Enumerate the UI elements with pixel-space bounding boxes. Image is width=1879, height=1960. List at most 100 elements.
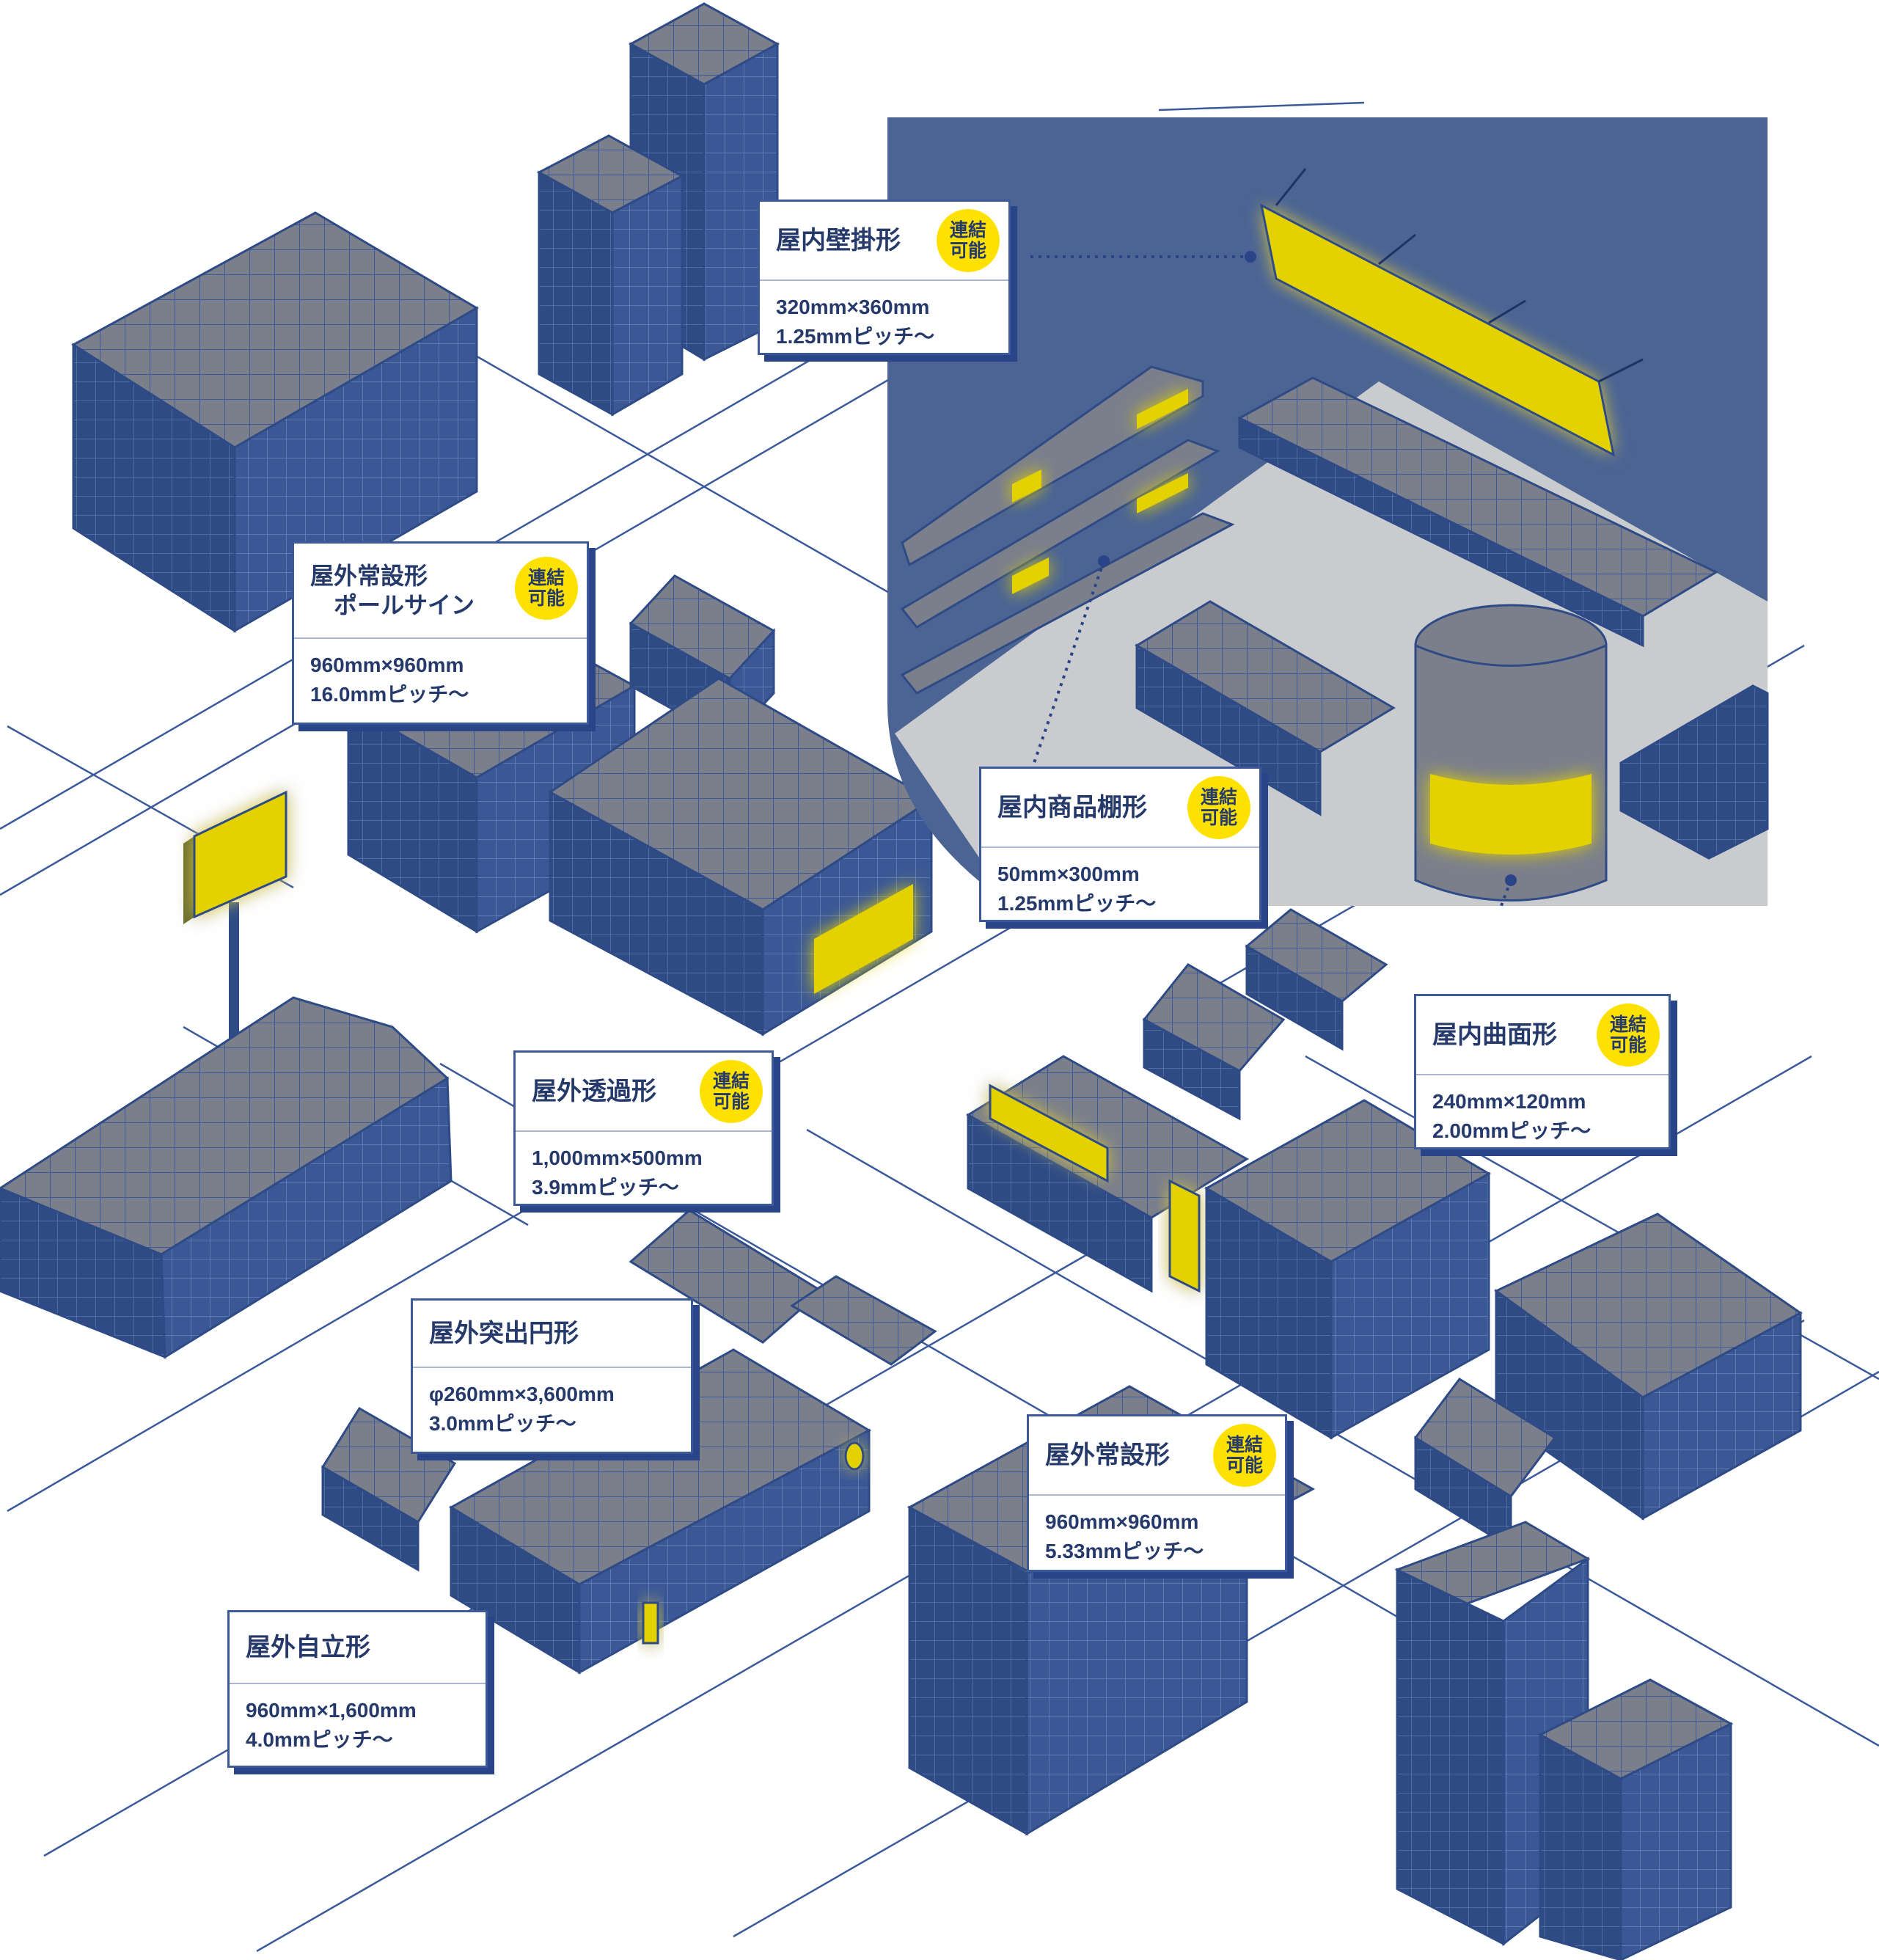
- spec-pitch: 5.33mmピッチ〜: [1045, 1540, 1204, 1562]
- building-tower-top: [536, 2, 780, 417]
- building-far-right: [1494, 1213, 1803, 1521]
- indoor-shelf-led: [1012, 557, 1049, 594]
- building-roof: [790, 1275, 937, 1366]
- spec-card-body: φ260mm×3,600mm 3.0mmピッチ〜: [413, 1368, 691, 1447]
- leader-dot: [1245, 251, 1256, 263]
- spec-card-body: 50mm×300mm 1.25mmピッチ〜: [981, 848, 1259, 927]
- spec-pitch: 16.0mmピッチ〜: [310, 683, 469, 706]
- outdoor-round-led-sign: [844, 1441, 865, 1471]
- indoor-shelf-led: [1137, 473, 1188, 513]
- building-lower-center: [321, 1209, 937, 1675]
- building-facade: [1330, 1171, 1490, 1440]
- spec-pitch: 4.0mmピッチ〜: [246, 1728, 393, 1751]
- spec-size: 1,000mm×500mm: [532, 1147, 703, 1169]
- spec-pitch: 2.00mmピッチ〜: [1432, 1119, 1592, 1142]
- spec-card-header: 屋外突出円形: [413, 1301, 691, 1368]
- shelf-unit: [901, 365, 1204, 567]
- spec-card-title: 屋外自立形: [246, 1634, 370, 1661]
- spec-pitch: 1.25mmピッチ〜: [997, 892, 1157, 915]
- pole-sign-side: [183, 836, 194, 924]
- building-center: [548, 677, 934, 1036]
- shelf-unit: [900, 439, 1220, 629]
- indoor-wall-led-sign: [1259, 203, 1616, 457]
- leader-line: [1498, 880, 1512, 910]
- spec-card-title: 屋外常設形 ポールサイン: [310, 563, 475, 618]
- building-towers-lower-right: [1394, 1521, 1734, 1960]
- sign-wire: [1378, 233, 1416, 266]
- building-facade: [160, 1076, 453, 1359]
- spec-card-header: 屋内壁掛形 連結 可能: [760, 202, 1008, 281]
- spec-size: 240mm×120mm: [1432, 1090, 1586, 1113]
- indoor-boxes: [1619, 684, 1769, 860]
- linkable-badge: 連結 可能: [515, 557, 578, 620]
- spec-size: 960mm×1,600mm: [246, 1699, 417, 1722]
- spec-card-title: 屋外常設形: [1045, 1441, 1170, 1469]
- spec-card-indoor-wall: 屋内壁掛形 連結 可能 320mm×360mm 1.25mmピッチ〜: [758, 200, 1011, 355]
- leader-dot: [1098, 555, 1110, 567]
- indoor-shelf-led: [1137, 389, 1188, 429]
- spec-card-body: 960mm×960mm 5.33mmピッチ〜: [1029, 1496, 1285, 1575]
- linkable-badge: 連結 可能: [1213, 1424, 1276, 1487]
- spec-card-body: 240mm×120mm 2.00mmピッチ〜: [1416, 1075, 1669, 1155]
- indoor-cylinder-body: [1414, 643, 1608, 902]
- sign-wire: [1598, 358, 1644, 383]
- spec-size: 960mm×960mm: [310, 654, 464, 676]
- spec-card-body: 960mm×960mm 16.0mmピッチ〜: [294, 639, 587, 718]
- spec-pitch: 3.0mmピッチ〜: [429, 1412, 576, 1435]
- spec-card-outdoor-pole: 屋外常設形 ポールサイン 連結 可能 960mm×960mm 16.0mmピッチ…: [292, 541, 589, 725]
- shelf-unit: [900, 512, 1235, 695]
- outdoor-transparent-led-sign: [814, 884, 913, 994]
- indoor-boxes: [1135, 643, 1322, 816]
- spec-card-outdoor-standing: 屋外自立形 960mm×1,600mm 4.0mmピッチ〜: [227, 1610, 488, 1768]
- spec-pitch: 1.25mmピッチ〜: [776, 325, 935, 348]
- spec-card-body: 1,000mm×500mm 3.9mmピッチ〜: [516, 1132, 772, 1211]
- building-mid-right: [1204, 1099, 1492, 1440]
- spec-card-body: 960mm×1,600mm 4.0mmピッチ〜: [230, 1684, 486, 1763]
- linkable-badge: 連結 可能: [1597, 1003, 1660, 1067]
- sign-wire: [1488, 299, 1526, 324]
- spec-card-outdoor-transparent: 屋外透過形 連結 可能 1,000mm×500mm 3.9mmピッチ〜: [513, 1050, 774, 1206]
- linkable-badge: 連結 可能: [1187, 776, 1250, 839]
- spec-card-header: 屋内曲面形 連結 可能: [1416, 996, 1669, 1075]
- street-line: [806, 1128, 1879, 1747]
- spec-card-header: 屋外自立形: [230, 1612, 486, 1684]
- street-line: [1158, 101, 1365, 111]
- building-facade: [761, 797, 933, 1036]
- building-facade: [1539, 1733, 1622, 1960]
- spec-size: φ260mm×3,600mm: [429, 1383, 615, 1405]
- spec-pitch: 3.9mmピッチ〜: [532, 1176, 679, 1199]
- leader-line: [1033, 560, 1105, 764]
- spec-card-header: 屋外常設形 ポールサイン 連結 可能: [294, 544, 587, 639]
- linkable-badge: 連結 可能: [700, 1060, 763, 1123]
- spec-card-title: 屋外突出円形: [429, 1320, 579, 1348]
- building-facade: [321, 1465, 420, 1572]
- spec-card-header: 屋内商品棚形 連結 可能: [981, 769, 1259, 848]
- outdoor-wall-led-sign: [989, 1083, 1109, 1183]
- indoor-scene: [887, 117, 1769, 906]
- pole-sign: [183, 790, 287, 1045]
- spec-card-title: 屋内曲面形: [1432, 1021, 1557, 1049]
- spec-card-body: 320mm×360mm 1.25mmピッチ〜: [760, 281, 1008, 360]
- leader-lines: [703, 255, 1512, 1450]
- building-gable-houses-right: [1142, 908, 1388, 1121]
- spec-card-outdoor-round: 屋外突出円形 φ260mm×3,600mm 3.0mmピッチ〜: [411, 1298, 693, 1454]
- spec-card-indoor-shelf: 屋内商品棚形 連結 可能 50mm×300mm 1.25mmピッチ〜: [979, 767, 1261, 922]
- spec-size: 50mm×300mm: [997, 863, 1140, 885]
- building-facade: [1143, 1017, 1241, 1121]
- indoor-curved-led: [1430, 774, 1592, 855]
- outdoor-standing-led-sign: [642, 1601, 659, 1645]
- building-facade: [1619, 1722, 1732, 1960]
- spec-card-title: 屋外透過形: [532, 1078, 656, 1105]
- building-facade: [1245, 944, 1344, 1051]
- spec-card-header: 屋外常設形 連結 可能: [1029, 1416, 1285, 1496]
- building-facade: [538, 170, 614, 417]
- leader-dot: [1505, 874, 1517, 886]
- spec-card-outdoor-permanent: 屋外常設形 連結 可能 960mm×960mm 5.33mmピッチ〜: [1027, 1414, 1287, 1572]
- spec-size: 320mm×360mm: [776, 296, 930, 318]
- building-facade: [1396, 1568, 1505, 1946]
- spec-size: 960mm×960mm: [1045, 1510, 1199, 1533]
- linkable-badge: 連結 可能: [937, 209, 1000, 272]
- building-warehouse: [0, 996, 453, 1359]
- building-facade: [611, 174, 684, 417]
- spec-card-title: 屋内壁掛形: [776, 227, 901, 255]
